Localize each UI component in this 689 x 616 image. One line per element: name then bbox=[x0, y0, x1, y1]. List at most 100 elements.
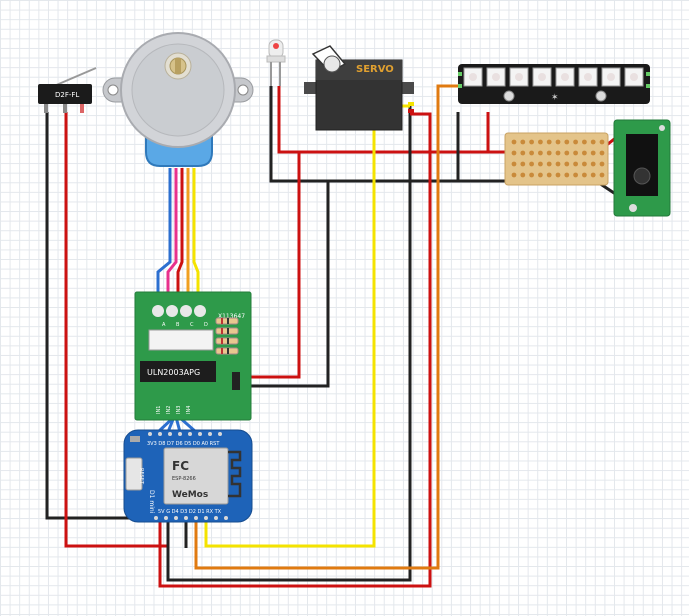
perfboard-hole bbox=[538, 172, 543, 178]
header-pin bbox=[148, 432, 152, 436]
perfboard-hole bbox=[573, 172, 578, 178]
dc-jack bbox=[613, 119, 671, 217]
servo-shaft bbox=[323, 55, 341, 73]
header-pin bbox=[158, 432, 162, 436]
perfboard-hole bbox=[538, 139, 543, 145]
pin-label-b: B bbox=[176, 322, 180, 328]
mount-hole bbox=[595, 90, 607, 102]
star-icon: ✶ bbox=[551, 93, 559, 103]
perfboard-holes bbox=[511, 139, 605, 178]
perfboard-hole bbox=[529, 139, 534, 145]
input-labels: IN1 IN2 IN3 IN4 bbox=[156, 406, 192, 414]
perfboard-hole bbox=[511, 150, 517, 156]
perfboard-hole bbox=[582, 161, 587, 167]
perfboard-hole bbox=[582, 139, 587, 145]
resistor-band bbox=[227, 318, 229, 324]
servo-wire-end bbox=[408, 109, 414, 113]
perfboard-hole bbox=[538, 161, 543, 167]
led-leg bbox=[270, 62, 272, 86]
esp-module-shield bbox=[163, 447, 229, 505]
perfboard-hole bbox=[573, 161, 578, 167]
status-led bbox=[194, 305, 206, 317]
perfboard-hole bbox=[564, 161, 570, 167]
resistor-band bbox=[227, 328, 229, 334]
perfboard-hole bbox=[573, 150, 578, 156]
perfboard-hole bbox=[599, 150, 605, 156]
header-pin bbox=[208, 432, 212, 436]
neopixel-leds bbox=[463, 67, 644, 87]
wire-neopixel-data bbox=[194, 84, 462, 570]
led-rim bbox=[266, 55, 286, 63]
header-pin bbox=[154, 516, 158, 520]
power-header bbox=[232, 372, 240, 390]
resistor-band bbox=[221, 338, 223, 344]
resistor-band bbox=[221, 318, 223, 324]
in1-label: IN1 bbox=[156, 406, 162, 414]
header-pin bbox=[198, 432, 202, 436]
motor-face bbox=[131, 43, 225, 137]
perfboard-hole bbox=[564, 139, 570, 145]
pin-label-c: C bbox=[190, 322, 194, 328]
switch-lever bbox=[53, 67, 97, 87]
limit-switch: D2F-FL bbox=[38, 67, 97, 113]
uln2003-chip bbox=[140, 361, 216, 382]
neopixel-led-die bbox=[515, 73, 523, 81]
neopixel-led-die bbox=[607, 73, 615, 81]
wire-led-ground bbox=[269, 86, 600, 183]
perfboard-hole bbox=[555, 139, 561, 145]
pin-label-a: A bbox=[162, 322, 166, 328]
wemos-pins bbox=[148, 432, 228, 520]
perfboard-hole bbox=[520, 139, 526, 145]
in4-label: IN4 bbox=[186, 406, 192, 414]
reset-button bbox=[130, 436, 140, 442]
neopixel-pin bbox=[458, 84, 462, 88]
servo: SERVO bbox=[304, 45, 414, 131]
perfboard-hole bbox=[564, 172, 570, 178]
led bbox=[266, 39, 286, 86]
perfboard-hole bbox=[590, 161, 596, 167]
header-pin bbox=[184, 516, 188, 520]
in2-label: IN2 bbox=[166, 406, 172, 414]
status-led bbox=[166, 305, 178, 317]
perfboard-hole bbox=[520, 172, 526, 178]
mount-hole bbox=[237, 84, 249, 96]
wire-driver-ground bbox=[238, 181, 330, 388]
uln2003-driver: A B C D X113647 ULN2003APG IN1 IN2 IN3 I… bbox=[134, 291, 252, 421]
header-pin bbox=[204, 516, 208, 520]
perfboard-hole bbox=[511, 139, 517, 145]
switch-body bbox=[38, 84, 92, 104]
jack-hole bbox=[659, 125, 665, 131]
led-color bbox=[273, 43, 279, 49]
wires bbox=[45, 84, 629, 588]
resistor-band bbox=[227, 348, 229, 354]
status-led bbox=[180, 305, 192, 317]
perfboard-hole bbox=[555, 161, 561, 167]
in3-label: IN3 bbox=[176, 406, 182, 414]
neopixel-led-die bbox=[584, 73, 592, 81]
perfboard-hole bbox=[529, 172, 534, 178]
resistors bbox=[215, 317, 239, 355]
header-pin bbox=[164, 516, 168, 520]
perfboard-hole bbox=[582, 172, 587, 178]
perfboard-hole bbox=[546, 150, 552, 156]
perfboard-hole bbox=[599, 139, 605, 145]
antenna-trace bbox=[228, 450, 242, 498]
pin-label-d: D bbox=[204, 322, 208, 328]
header-pin bbox=[214, 516, 218, 520]
jack-body bbox=[626, 134, 658, 196]
wire-led-power bbox=[277, 86, 490, 154]
switch-pin bbox=[80, 104, 84, 113]
perfboard-hole bbox=[573, 139, 578, 145]
neopixel-pin bbox=[458, 72, 462, 76]
status-led bbox=[152, 305, 164, 317]
jack-hole bbox=[629, 204, 637, 212]
servo-wire-end bbox=[408, 102, 414, 106]
perfboard-hole bbox=[599, 161, 605, 167]
perfboard-hole bbox=[511, 172, 517, 178]
perfboard-hole bbox=[546, 139, 552, 145]
perfboard-hole bbox=[520, 150, 526, 156]
wire-switch-ground bbox=[45, 112, 160, 520]
usb-connector bbox=[125, 457, 143, 491]
perfboard-hole bbox=[582, 150, 587, 156]
wemos-top-pins: 3V3 D8 D7 D6 D5 D0 A0 RST bbox=[147, 441, 220, 447]
